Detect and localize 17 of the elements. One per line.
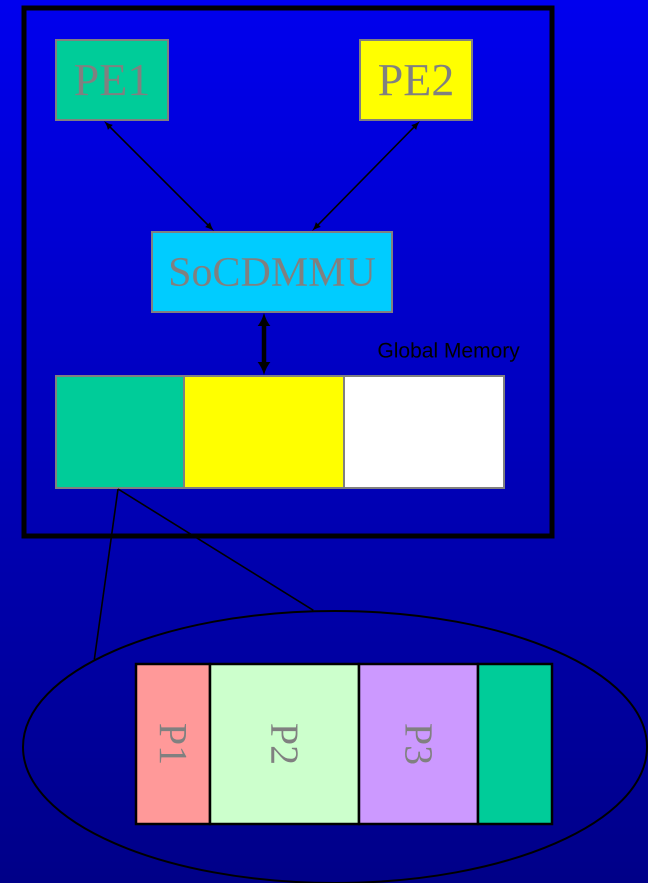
process-box: PE2 bbox=[359, 39, 473, 121]
partition-cell: P3 bbox=[358, 662, 480, 826]
frame-box bbox=[22, 6, 554, 538]
memory-cell bbox=[55, 375, 185, 489]
node-label: Global Memory bbox=[378, 342, 520, 362]
zoom-line bbox=[94, 488, 119, 660]
zoom-line bbox=[118, 488, 314, 612]
partition-cell bbox=[476, 662, 554, 826]
memory-cell bbox=[343, 375, 505, 489]
arrow bbox=[105, 122, 213, 230]
process-box: PE1 bbox=[55, 39, 169, 121]
unit-box: SoCDMMU bbox=[151, 231, 393, 313]
arrow bbox=[258, 316, 270, 372]
partition-cell: P2 bbox=[208, 662, 360, 826]
arrow bbox=[313, 122, 419, 230]
memory-cell bbox=[183, 375, 345, 489]
partition-cell: P1 bbox=[134, 662, 212, 826]
